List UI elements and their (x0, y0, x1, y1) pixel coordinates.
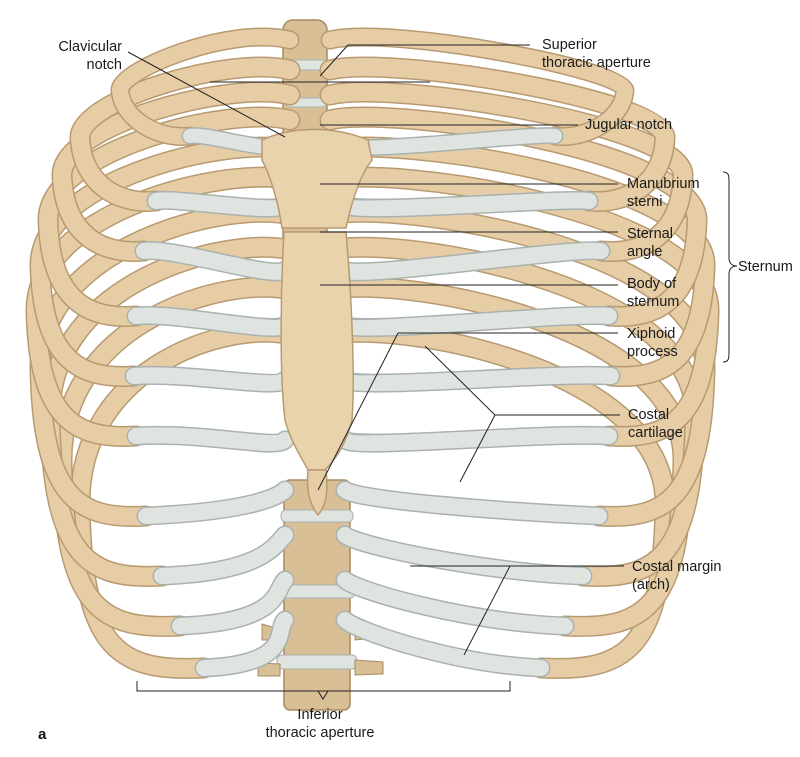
label-body-of-sternum: Body of sternum (627, 276, 680, 310)
costal-cartilage (337, 572, 573, 634)
label-costal-margin: Costal margin (arch) (632, 559, 722, 593)
rib (322, 29, 634, 145)
costal-cartilage (136, 242, 293, 280)
rib (70, 58, 299, 211)
costal-cartilage (337, 527, 591, 584)
label-costal-cartilage: Costal cartilage (628, 407, 683, 441)
sternum (261, 128, 373, 517)
costal-cartilage (337, 612, 549, 676)
label-inferior-thoracic-aperture: Inferior thoracic aperture (265, 707, 375, 741)
costal-cartilage (337, 192, 597, 217)
costal-cartilage (148, 192, 293, 217)
label-jugular-notch: Jugular notch (585, 117, 673, 133)
label-manubrium-sterni: Manubrium sterni (627, 176, 700, 210)
ribs (25, 27, 720, 679)
costal-cartilage (337, 482, 607, 524)
costal-cartilage (126, 367, 293, 392)
costal-cartilage (337, 367, 619, 392)
costal-cartilage (337, 307, 617, 336)
costal-cartilage (172, 572, 293, 634)
label-clavicular-notch: Clavicular notch (58, 39, 122, 73)
label-superior-thoracic-aperture: Superior thoracic aperture (542, 37, 651, 71)
label-sternum: Sternum (738, 259, 793, 275)
rib (52, 278, 299, 636)
rib (321, 58, 675, 211)
costal-cartilage (138, 482, 293, 524)
costal-cartilage (128, 307, 293, 336)
costal-cartilage (154, 527, 293, 584)
rib (38, 108, 299, 326)
leader-lines (127, 44, 738, 700)
costal-cartilage (337, 242, 609, 280)
costal-cartilage (196, 612, 293, 676)
label-xiphoid-process: Xiphoid process (627, 326, 678, 360)
rib (111, 29, 298, 145)
panel-letter: a (38, 726, 47, 743)
costal-cartilage (128, 427, 293, 452)
label-sternal-angle: Sternal angle (627, 226, 673, 260)
rib (321, 323, 675, 678)
rib (52, 83, 299, 261)
costal-cartilage (337, 427, 617, 452)
